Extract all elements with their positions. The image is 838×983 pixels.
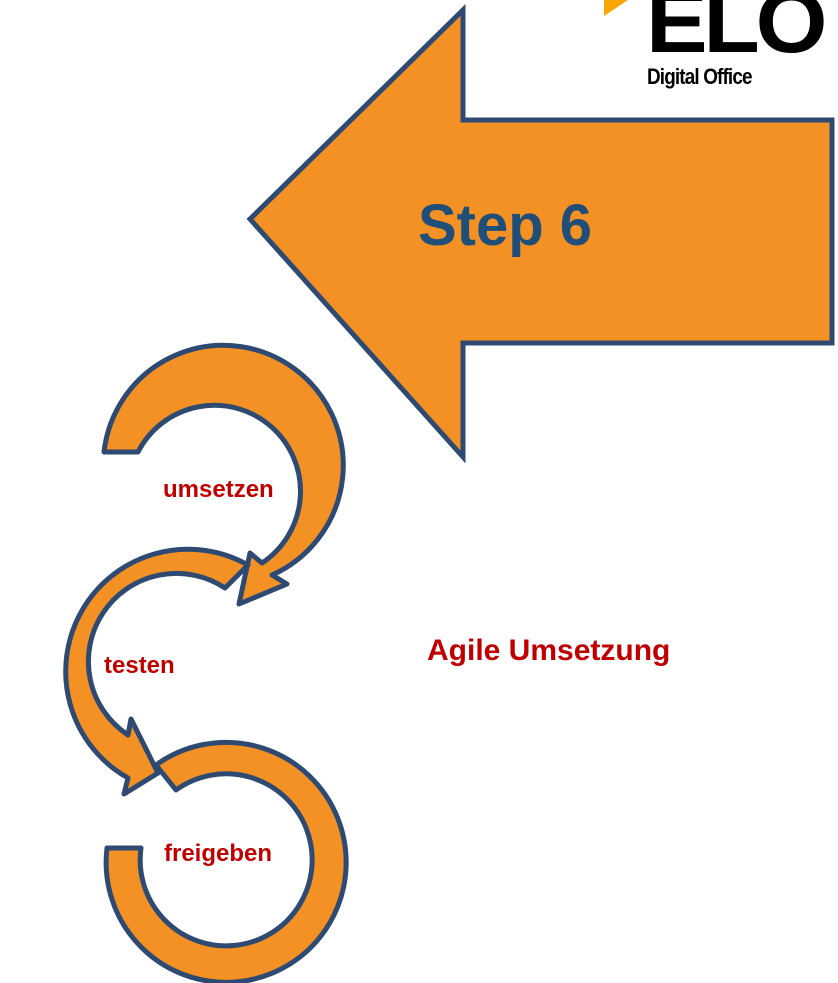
logo-tagline: Digital Office (647, 64, 753, 89)
cycle-arrow-testen (63, 546, 251, 797)
cycle-step-label: umsetzen (163, 476, 274, 503)
cycle-step-label: testen (104, 652, 175, 679)
logo-brand-text: ELO (646, 0, 828, 71)
logo-accent-shape (604, 0, 628, 16)
cycle-arrow-umsetzen (101, 342, 346, 607)
cycle-step-label: freigeben (164, 840, 273, 867)
step-arrow-shape (246, 4, 835, 464)
cycle-arrow-freigeben (103, 739, 349, 983)
caption-text: Agile Umsetzung (427, 634, 671, 667)
step-title: Step 6 (418, 193, 593, 258)
